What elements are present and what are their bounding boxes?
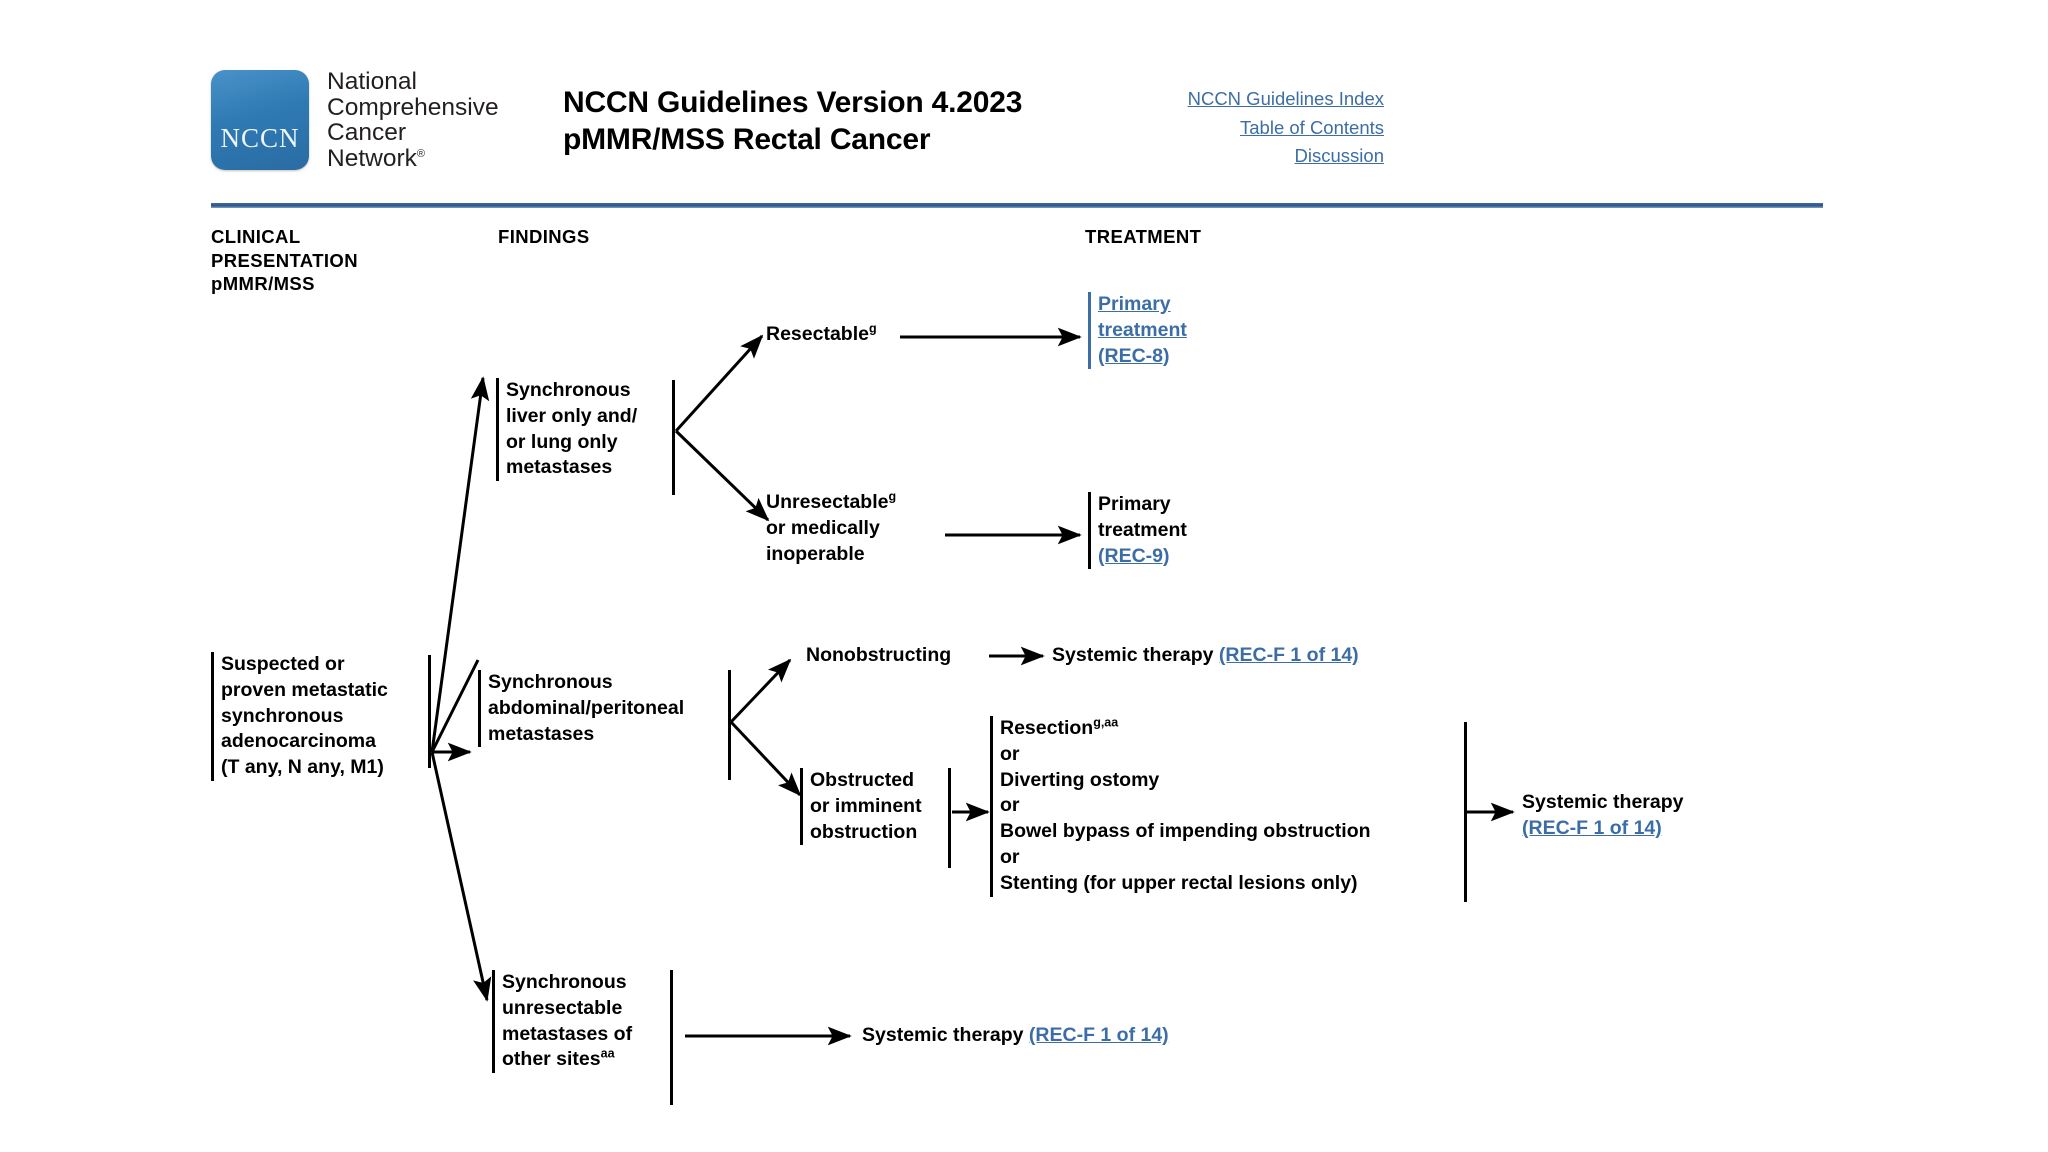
unresectable-line-1: Unresectableg bbox=[766, 489, 897, 513]
footnote-marker-g-aa: g,aa bbox=[1093, 715, 1119, 730]
organization-name: National Comprehensive Cancer Network® bbox=[327, 69, 527, 171]
surgical-option-7: Stenting (for upper rectal lesions only) bbox=[1000, 871, 1358, 894]
footnote-marker-g: g bbox=[888, 489, 897, 504]
node-presentation: Suspected or proven metastatic synchrono… bbox=[211, 652, 471, 781]
node-finding-peritoneal: Synchronous abdominal/peritoneal metasta… bbox=[478, 670, 738, 748]
liver-lung-line-1: Synchronous bbox=[506, 379, 631, 401]
other-sites-line-3: metastases of bbox=[502, 1022, 633, 1045]
rec8-link-line-2[interactable]: treatment bbox=[1098, 318, 1187, 341]
systemic-obstructed-link[interactable]: (REC-F 1 of 14) bbox=[1522, 816, 1662, 839]
nccn-logo-text: NCCN bbox=[220, 123, 300, 153]
org-line-1: National bbox=[327, 68, 417, 95]
systemic-other-sites-link[interactable]: (REC-F 1 of 14) bbox=[1028, 1024, 1169, 1046]
systemic-nonobstructing-label: Systemic therapy bbox=[1052, 644, 1219, 666]
link-guidelines-index[interactable]: NCCN Guidelines Index bbox=[1187, 88, 1384, 109]
surgical-option-4: or bbox=[1000, 794, 1020, 817]
liver-lung-line-2: liver only and/ bbox=[506, 404, 638, 427]
surgical-option-6: or bbox=[1000, 845, 1020, 868]
bracket-presentation bbox=[428, 655, 431, 768]
surgical-option-2: or bbox=[1000, 742, 1020, 765]
link-table-of-contents[interactable]: Table of Contents bbox=[1240, 116, 1384, 138]
footnote-marker-aa: aa bbox=[600, 1046, 615, 1061]
column-header-treatment: TREATMENT bbox=[1085, 226, 1202, 247]
surgical-option-5: Bowel bypass of impending obstruction bbox=[1000, 820, 1371, 843]
presentation-line-4: adenocarcinoma bbox=[221, 730, 376, 753]
colhead-line-2: PRESENTATION bbox=[211, 249, 358, 271]
page-title-version: NCCN Guidelines Version 4.2023 bbox=[563, 86, 1023, 119]
presentation-line-3: synchronous bbox=[221, 704, 344, 727]
surgical-option-1: Resectiong,aa bbox=[1000, 715, 1119, 739]
link-discussion[interactable]: Discussion bbox=[1294, 145, 1384, 166]
treatment-systemic-obstructed: Systemic therapy (REC-F 1 of 14) bbox=[1522, 790, 1782, 842]
colhead-line-3: pMMR/MSS bbox=[211, 273, 315, 294]
node-unresectable: Unresectableg or medically inoperable bbox=[766, 490, 951, 567]
colhead-line-1: CLINICAL bbox=[211, 226, 301, 247]
rec9-link[interactable]: (REC-9) bbox=[1098, 544, 1170, 567]
obstructed-line-3: obstruction bbox=[810, 820, 918, 843]
footnote-marker-g: g bbox=[868, 321, 877, 336]
treatment-primary-rec9: Primary treatment (REC-9) bbox=[1088, 492, 1308, 570]
rec8-link-line-1[interactable]: Primary bbox=[1098, 293, 1171, 315]
presentation-line-5: (T any, N any, M1) bbox=[221, 756, 384, 779]
bracket-liver-lung bbox=[672, 380, 675, 495]
presentation-line-1: Suspected or bbox=[221, 653, 345, 675]
bracket-peritoneal bbox=[728, 670, 731, 780]
obstructed-line-2: or imminent bbox=[810, 794, 922, 817]
surgical-option-3: Diverting ostomy bbox=[1000, 768, 1160, 791]
org-line-4: Network® bbox=[327, 144, 425, 172]
page-title: NCCN Guidelines Version 4.2023 pMMR/MSS … bbox=[563, 84, 1183, 158]
org-line-3: Cancer bbox=[327, 119, 406, 146]
bracket-other-sites bbox=[670, 970, 673, 1105]
unresectable-line-2: or medically bbox=[766, 516, 880, 539]
rec9-line-2: treatment bbox=[1098, 518, 1187, 541]
obstructed-line-1: Obstructed bbox=[810, 769, 915, 791]
unresectable-line-3: inoperable bbox=[766, 542, 865, 565]
other-sites-line-4: other sitesaa bbox=[502, 1046, 615, 1071]
header-divider bbox=[211, 203, 1823, 208]
systemic-obstructed-label: Systemic therapy bbox=[1522, 791, 1684, 813]
presentation-line-2: proven metastatic bbox=[221, 678, 388, 701]
column-header-findings: FINDINGS bbox=[498, 226, 590, 247]
peritoneal-line-3: metastases bbox=[488, 722, 595, 745]
node-nonobstructing: Nonobstructing bbox=[806, 644, 952, 666]
peritoneal-line-1: Synchronous bbox=[488, 671, 613, 693]
systemic-other-sites-label: Systemic therapy bbox=[862, 1024, 1029, 1046]
rec9-line-1: Primary bbox=[1098, 493, 1171, 515]
nccn-logo: NCCN bbox=[211, 70, 309, 170]
other-sites-line-1: Synchronous bbox=[502, 971, 627, 993]
node-resectable: Resectableg bbox=[766, 322, 877, 348]
node-finding-other-sites: Synchronous unresectable metastases of o… bbox=[492, 970, 682, 1074]
treatment-primary-rec8[interactable]: Primary treatment (REC-8) bbox=[1088, 292, 1308, 370]
treatment-systemic-nonobstructing: Systemic therapy (REC-F 1 of 14) bbox=[1052, 643, 1472, 669]
header-links: NCCN Guidelines Index Table of Contents … bbox=[1064, 85, 1384, 171]
bracket-surgical-options bbox=[1464, 722, 1467, 902]
node-obstructed: Obstructed or imminent obstruction bbox=[800, 768, 960, 846]
node-surgical-options: Resectiong,aa or Diverting ostomy or Bow… bbox=[990, 716, 1470, 897]
liver-lung-line-3: or lung only bbox=[506, 430, 618, 453]
node-finding-liver-lung: Synchronous liver only and/ or lung only… bbox=[496, 378, 686, 482]
registered-mark: ® bbox=[416, 147, 425, 160]
org-line-2: Comprehensive bbox=[327, 93, 499, 121]
page-title-subject: pMMR/MSS Rectal Cancer bbox=[563, 123, 931, 156]
systemic-nonobstructing-link[interactable]: (REC-F 1 of 14) bbox=[1218, 644, 1359, 666]
other-sites-line-2: unresectable bbox=[502, 996, 623, 1019]
column-header-clinical-presentation: CLINICAL PRESENTATION pMMR/MSS bbox=[211, 225, 358, 296]
resectable-label: Resectable bbox=[766, 323, 869, 345]
liver-lung-line-4: metastases bbox=[506, 456, 613, 479]
peritoneal-line-2: abdominal/peritoneal bbox=[488, 696, 685, 719]
rec8-link-line-3[interactable]: (REC-8) bbox=[1098, 344, 1170, 367]
treatment-systemic-other-sites: Systemic therapy (REC-F 1 of 14) bbox=[862, 1023, 1282, 1049]
bracket-obstructed bbox=[948, 768, 951, 868]
